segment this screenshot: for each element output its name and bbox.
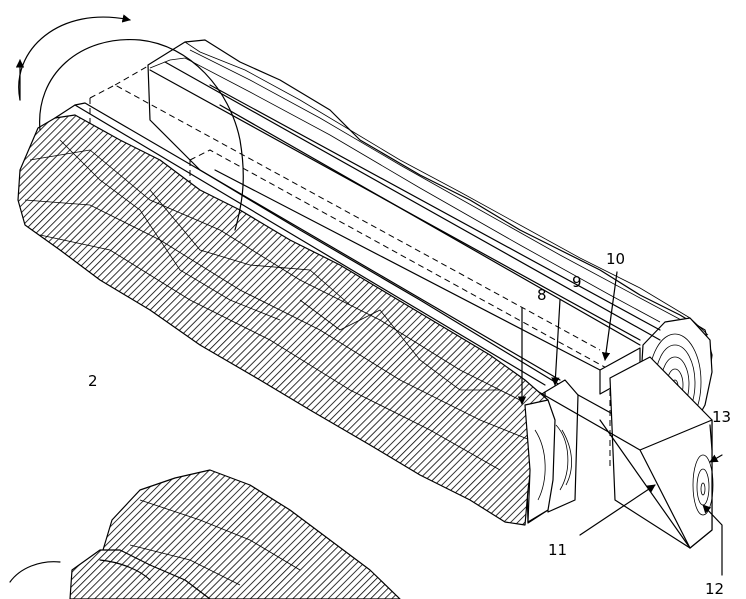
rotation-arrow-top <box>15 14 244 231</box>
leader-lines <box>517 271 723 576</box>
label-8: 8 <box>537 286 547 304</box>
label-12: 12 <box>705 580 724 598</box>
rotation-arrow-icon <box>18 14 131 101</box>
label-2: 2 <box>88 372 98 390</box>
rotation-arrow-icon <box>9 561 61 583</box>
lower-logs <box>69 469 401 599</box>
bark-slab <box>17 114 556 526</box>
label-13: 13 <box>712 408 731 426</box>
label-10: 10 <box>606 250 625 268</box>
rotation-arrow-bottom <box>9 559 151 583</box>
label-9: 9 <box>572 273 582 291</box>
label-11: 11 <box>548 541 567 559</box>
bark-slab-end <box>524 399 556 523</box>
